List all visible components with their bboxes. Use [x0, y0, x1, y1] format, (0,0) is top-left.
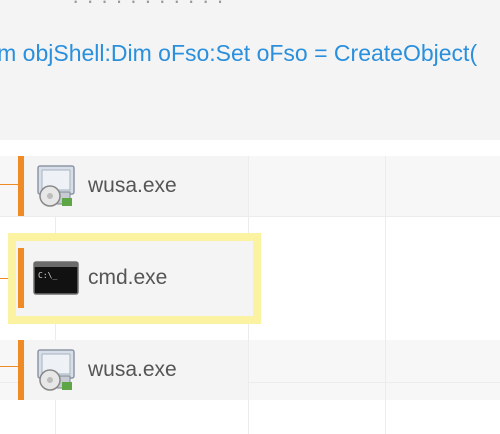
process-label: wusa.exe — [88, 358, 177, 381]
process-label: cmd.exe — [88, 266, 168, 289]
grid-line — [385, 156, 386, 434]
node-accent-bar — [18, 248, 24, 308]
svg-text:C:\_: C:\_ — [38, 271, 57, 280]
process-node-wusa[interactable]: wusa.exe — [18, 340, 248, 400]
command-line-text[interactable]: im objShell:Dim oFso:Set oFso = CreateOb… — [0, 40, 478, 66]
grid-line — [0, 382, 500, 383]
process-label: wusa.exe — [88, 174, 177, 197]
installer-package-icon — [32, 162, 80, 210]
process-header: · · · · · · · · · · · im objShell:Dim oF… — [0, 0, 500, 140]
tree-connector — [0, 366, 18, 367]
grid-line — [0, 216, 500, 217]
tree-connector — [0, 184, 18, 185]
command-prompt-icon: C:\_ — [32, 254, 80, 302]
header-top-text: · · · · · · · · · · · — [72, 0, 225, 13]
node-accent-bar — [18, 156, 24, 216]
node-accent-bar — [18, 340, 24, 400]
process-node-cmd[interactable]: C:\_ cmd.exe — [18, 248, 248, 308]
process-node-wusa[interactable]: wusa.exe — [18, 156, 248, 216]
installer-package-icon — [32, 346, 80, 394]
